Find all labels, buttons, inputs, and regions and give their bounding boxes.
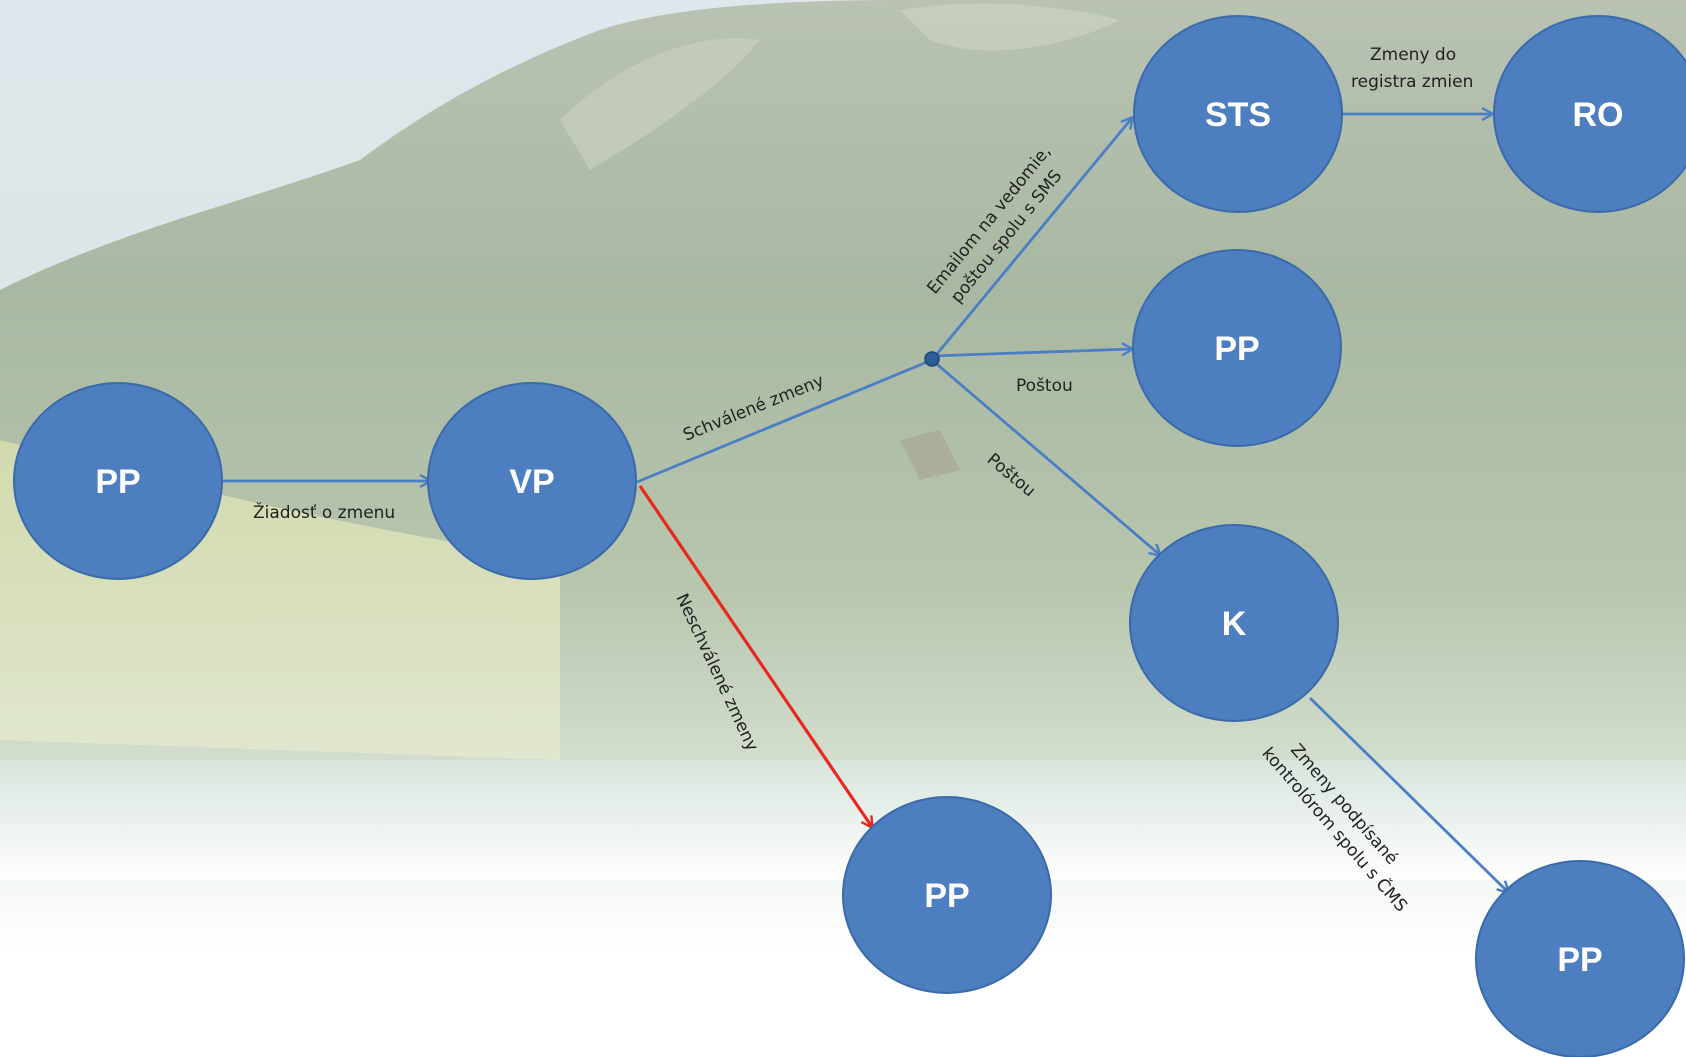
node-label: K (1222, 605, 1247, 643)
node-pp-rejected: PP (842, 796, 1052, 994)
edge-label-to-pp-mail: Poštou (1016, 376, 1073, 396)
node-vp: VP (427, 382, 637, 580)
node-label: STS (1205, 96, 1271, 134)
edge-rejected (638, 485, 872, 827)
edge-to-k (931, 358, 1160, 555)
node-label: PP (95, 463, 140, 501)
node-label: RO (1573, 96, 1624, 134)
node-label: PP (924, 877, 969, 915)
edge-approved (636, 358, 933, 484)
node-pp-mail: PP (1132, 249, 1342, 447)
edge-label-sts-ro: Zmeny do registra zmien (1351, 45, 1473, 92)
edge-to-pp-mail (931, 349, 1132, 358)
node-pp-end: PP (1475, 860, 1685, 1057)
edges (221, 114, 1508, 892)
node-label: PP (1557, 941, 1602, 979)
edge-label-request: Žiadosť o zmenu (253, 501, 395, 523)
node-ro: RO (1493, 15, 1686, 213)
node-k: K (1129, 524, 1339, 722)
junction-point (924, 351, 940, 367)
nodes: PP VP STS RO PP K PP PP (13, 15, 1686, 1057)
edge-to-sts (930, 118, 1132, 361)
node-label: PP (1214, 330, 1259, 368)
node-sts: STS (1133, 15, 1343, 213)
node-label: VP (509, 463, 554, 501)
node-pp-start: PP (13, 382, 223, 580)
edge-k-pp-end (1309, 697, 1508, 892)
